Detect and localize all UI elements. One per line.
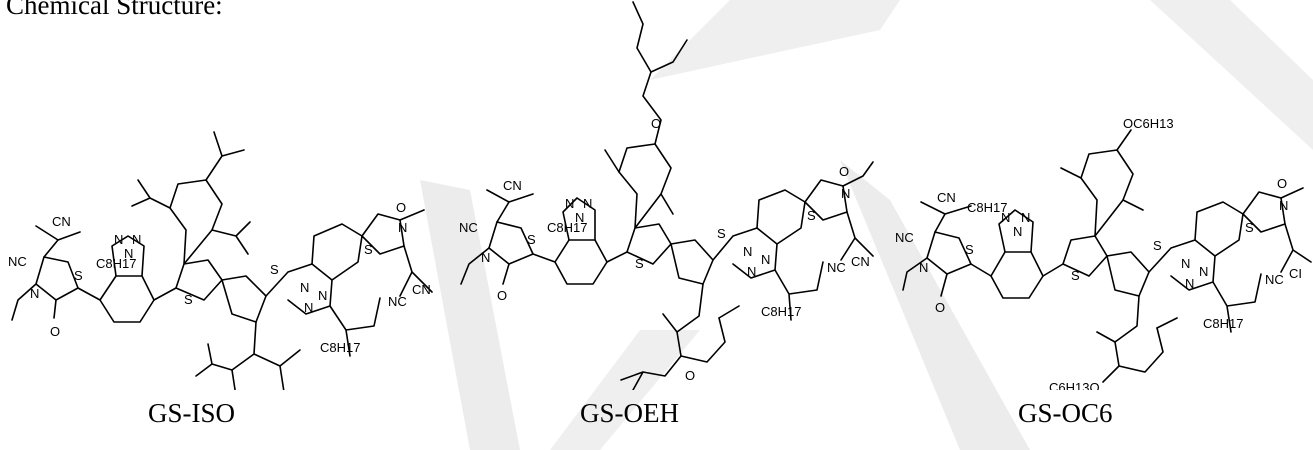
gs-oeh-bonds xyxy=(460,1,874,390)
gs-oeh-label-0: CN xyxy=(503,178,522,193)
gs-oc6-label-6: N xyxy=(1001,210,1010,225)
gs-oc6-label-18: N xyxy=(1279,198,1288,213)
gs-iso-label-8: N xyxy=(124,246,133,261)
gs-oc6-label-13: N xyxy=(1181,256,1190,271)
gs-oeh-label-10: S xyxy=(717,226,726,241)
gs-oeh-label-11: O xyxy=(651,116,661,131)
gs-oc6-label-10: S xyxy=(1153,238,1162,253)
gs-oeh-label-1: NC xyxy=(459,220,478,235)
gs-iso-label-9: S xyxy=(184,292,193,307)
gs-oc6-bonds xyxy=(902,129,1312,383)
caption-gs-oc6: GS-OC6 xyxy=(1018,398,1113,428)
gs-oc6-label-0: CN xyxy=(937,190,956,205)
gs-oeh-atom-labels: CN NC S N O C8H17 N N N S S O O N N N C8… xyxy=(459,116,870,383)
watermark-band-center xyxy=(650,0,900,80)
gs-oc6-label-7: N xyxy=(1021,210,1030,225)
gs-iso-label-13: N xyxy=(318,288,327,303)
gs-oc6-label-3: N xyxy=(919,260,928,275)
gs-iso-label-14: C8H17 xyxy=(320,340,360,355)
caption-gs-oeh: GS-OEH xyxy=(580,398,679,428)
gs-oc6-label-14: N xyxy=(1185,276,1194,291)
gs-oeh-label-9: S xyxy=(635,256,644,271)
gs-oeh-label-12: O xyxy=(685,368,695,383)
gs-iso-label-0: CN xyxy=(52,214,71,229)
gs-oc6-label-15: N xyxy=(1199,264,1208,279)
watermark-band-right xyxy=(840,160,1030,450)
gs-iso-label-6: N xyxy=(114,232,123,247)
gs-oc6-label-8: N xyxy=(1013,224,1022,239)
gs-iso-label-5: C8H17 xyxy=(96,256,136,271)
gs-iso-label-3: N xyxy=(30,286,39,301)
gs-oeh-label-19: O xyxy=(839,164,849,179)
gs-iso-label-10: S xyxy=(270,262,279,277)
gs-iso-label-15: S xyxy=(364,242,373,257)
gs-iso-atom-labels: CN NC S N O C8H17 N N N S S N N N C8H17 … xyxy=(8,200,431,355)
gs-oc6-atom-labels: CN NC S N O C8H17 N N N S S OC6H13 C6H13… xyxy=(895,116,1302,390)
gs-oeh-label-17: S xyxy=(807,208,816,223)
gs-oc6-label-9: S xyxy=(1071,268,1080,283)
structure-gs-oeh: CN NC S N O C8H17 N N N S S O O N N N C8… xyxy=(437,0,875,390)
gs-iso-drawing: CN NC S N O C8H17 N N N S S N N N C8H17 … xyxy=(8,131,433,390)
gs-oc6-label-1: NC xyxy=(895,230,914,245)
gs-oeh-label-13: N xyxy=(743,244,752,259)
structure-gs-oc6: CN NC S N O C8H17 N N N S S OC6H13 C6H13… xyxy=(875,0,1313,390)
gs-oeh-label-6: N xyxy=(565,196,574,211)
gs-oc6-label-5: C8H17 xyxy=(967,200,1007,215)
gs-iso-label-12: N xyxy=(304,300,313,315)
gs-iso-label-7: N xyxy=(132,232,141,247)
page-heading: Chemical Structure: xyxy=(6,0,223,20)
watermark-band-bottom xyxy=(550,330,700,450)
gs-oeh-label-18: N xyxy=(841,186,850,201)
gs-iso-label-11: N xyxy=(300,280,309,295)
watermark-band-far-right xyxy=(1150,0,1313,150)
gs-iso-label-18: NC xyxy=(388,294,407,309)
gs-iso-label-4: O xyxy=(50,324,60,339)
gs-oeh-label-20: NC xyxy=(827,260,846,275)
gs-iso-label-2: S xyxy=(74,268,83,283)
gs-oc6-drawing: CN NC S N O C8H17 N N N S S OC6H13 C6H13… xyxy=(895,116,1312,390)
gs-oeh-label-15: N xyxy=(761,252,770,267)
watermark-band-left xyxy=(420,180,520,450)
gs-oc6-label-17: S xyxy=(1245,220,1254,235)
gs-oeh-label-3: N xyxy=(481,250,490,265)
gs-oeh-drawing: CN NC S N O C8H17 N N N S S O O N N N C8… xyxy=(459,1,874,390)
gs-oc6-label-11: OC6H13 xyxy=(1123,116,1174,131)
gs-oc6-label-4: O xyxy=(935,300,945,315)
structure-gs-iso: CN NC S N O C8H17 N N N S S N N N C8H17 … xyxy=(0,0,437,390)
gs-oeh-label-5: C8H17 xyxy=(547,220,587,235)
gs-oeh-label-21: CN xyxy=(851,254,870,269)
gs-iso-label-16: N xyxy=(398,220,407,235)
gs-oc6-label-20: NC xyxy=(1265,272,1284,287)
gs-iso-label-17: O xyxy=(396,200,406,215)
gs-oeh-label-2: S xyxy=(527,232,536,247)
gs-oeh-label-4: O xyxy=(497,288,507,303)
gs-iso-label-1: NC xyxy=(8,254,27,269)
caption-gs-iso: GS-ISO xyxy=(148,398,236,428)
gs-oeh-label-14: N xyxy=(747,264,756,279)
gs-oeh-label-8: N xyxy=(575,210,584,225)
gs-oc6-label-16: C8H17 xyxy=(1203,316,1243,331)
gs-oc6-label-21: CI xyxy=(1289,266,1302,281)
gs-oc6-label-12: C6H13O xyxy=(1049,380,1100,390)
gs-iso-bonds xyxy=(11,131,433,390)
gs-oc6-label-19: O xyxy=(1277,176,1287,191)
gs-oeh-label-7: N xyxy=(583,196,592,211)
gs-oc6-label-2: S xyxy=(965,242,974,257)
gs-iso-label-19: CN xyxy=(412,282,431,297)
gs-oeh-label-16: C8H17 xyxy=(761,304,801,319)
